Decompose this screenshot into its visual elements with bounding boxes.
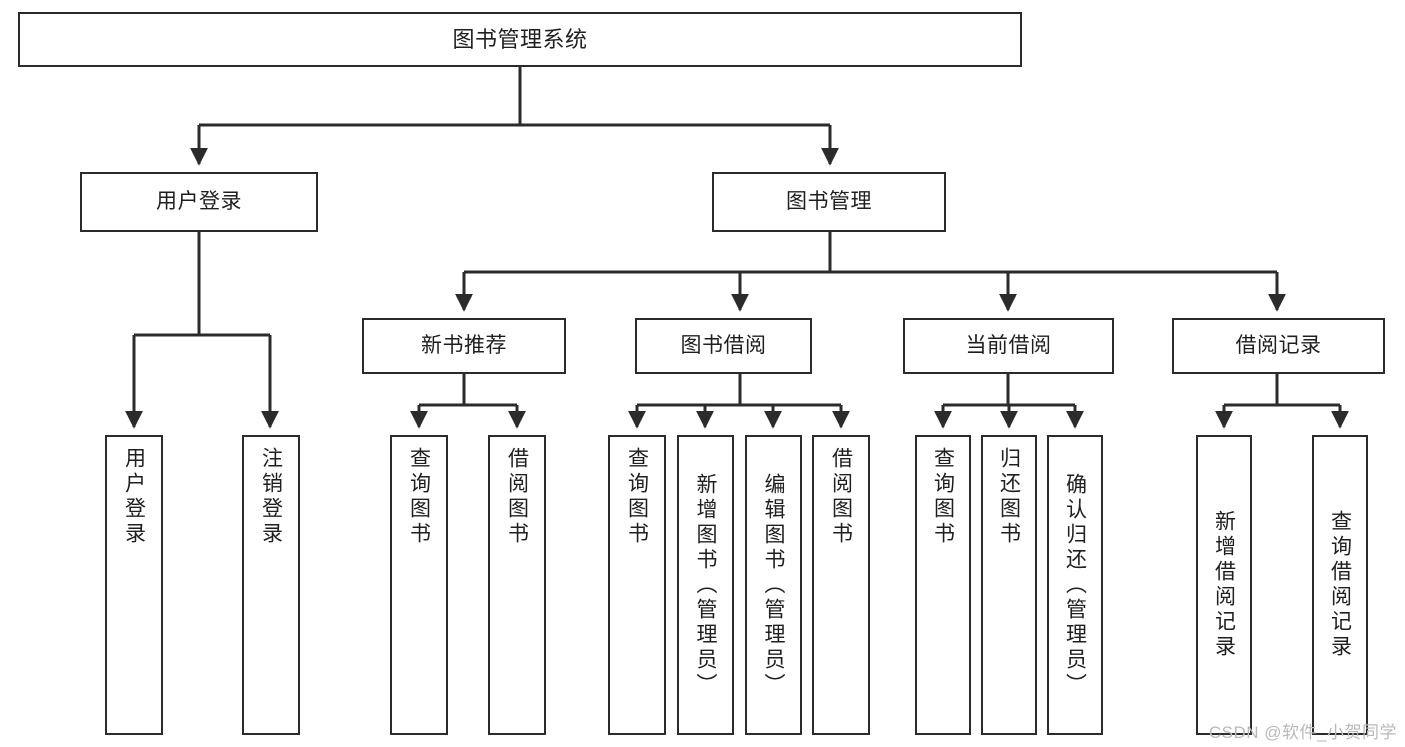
node-label: 图书管理 (786, 189, 872, 213)
node-leaf-return-book[interactable]: 归还图书 (981, 435, 1037, 735)
node-label: 用户登录 (122, 447, 146, 547)
node-leaf-borrow-book[interactable]: 借阅图书 (812, 435, 870, 735)
node-leaf-borrow-book-recommend[interactable]: 借阅图书 (488, 435, 546, 735)
node-new-book-recommend[interactable]: 新书推荐 (362, 318, 566, 374)
node-label: 查询图书 (625, 447, 649, 547)
node-user-login[interactable]: 用户登录 (80, 172, 318, 232)
node-book-borrow[interactable]: 图书借阅 (635, 318, 812, 374)
node-label: 借阅图书 (505, 447, 529, 547)
node-leaf-query-borrow-record[interactable]: 查询借阅记录 (1312, 435, 1368, 735)
node-label: 确认归还（管理员） (1063, 472, 1087, 698)
node-leaf-user-login[interactable]: 用户登录 (105, 435, 163, 735)
node-label: 归还图书 (997, 447, 1021, 547)
node-book-management[interactable]: 图书管理 (712, 172, 946, 232)
node-label: 借阅图书 (829, 447, 853, 547)
node-label: 借阅记录 (1235, 333, 1322, 357)
node-label: 查询图书 (931, 447, 955, 547)
node-leaf-confirm-return[interactable]: 确认归还（管理员） (1047, 435, 1103, 735)
node-leaf-user-logout[interactable]: 注销登录 (242, 435, 300, 735)
node-borrow-record[interactable]: 借阅记录 (1172, 318, 1385, 374)
node-root-book-management-system[interactable]: 图书管理系统 (18, 12, 1022, 67)
node-label: 编辑图书（管理员） (762, 472, 785, 698)
node-leaf-add-book[interactable]: 新增图书（管理员） (677, 435, 734, 735)
node-label: 新增图书（管理员） (694, 472, 717, 698)
node-leaf-edit-book[interactable]: 编辑图书（管理员） (745, 435, 802, 735)
node-label: 查询借阅记录 (1328, 510, 1352, 660)
node-leaf-add-borrow-record[interactable]: 新增借阅记录 (1196, 435, 1252, 735)
node-label: 图书管理系统 (452, 26, 588, 52)
node-label: 图书借阅 (680, 333, 767, 357)
node-leaf-query-book-recommend[interactable]: 查询图书 (390, 435, 448, 735)
node-current-borrow[interactable]: 当前借阅 (903, 318, 1114, 374)
node-leaf-query-book-current[interactable]: 查询图书 (915, 435, 971, 735)
node-label: 用户登录 (156, 189, 242, 213)
node-label: 新增借阅记录 (1212, 510, 1236, 660)
node-label: 当前借阅 (965, 333, 1052, 357)
node-label: 查询图书 (407, 447, 431, 547)
node-label: 注销登录 (259, 447, 283, 547)
node-label: 新书推荐 (421, 333, 507, 357)
node-leaf-query-book-borrow[interactable]: 查询图书 (608, 435, 666, 735)
